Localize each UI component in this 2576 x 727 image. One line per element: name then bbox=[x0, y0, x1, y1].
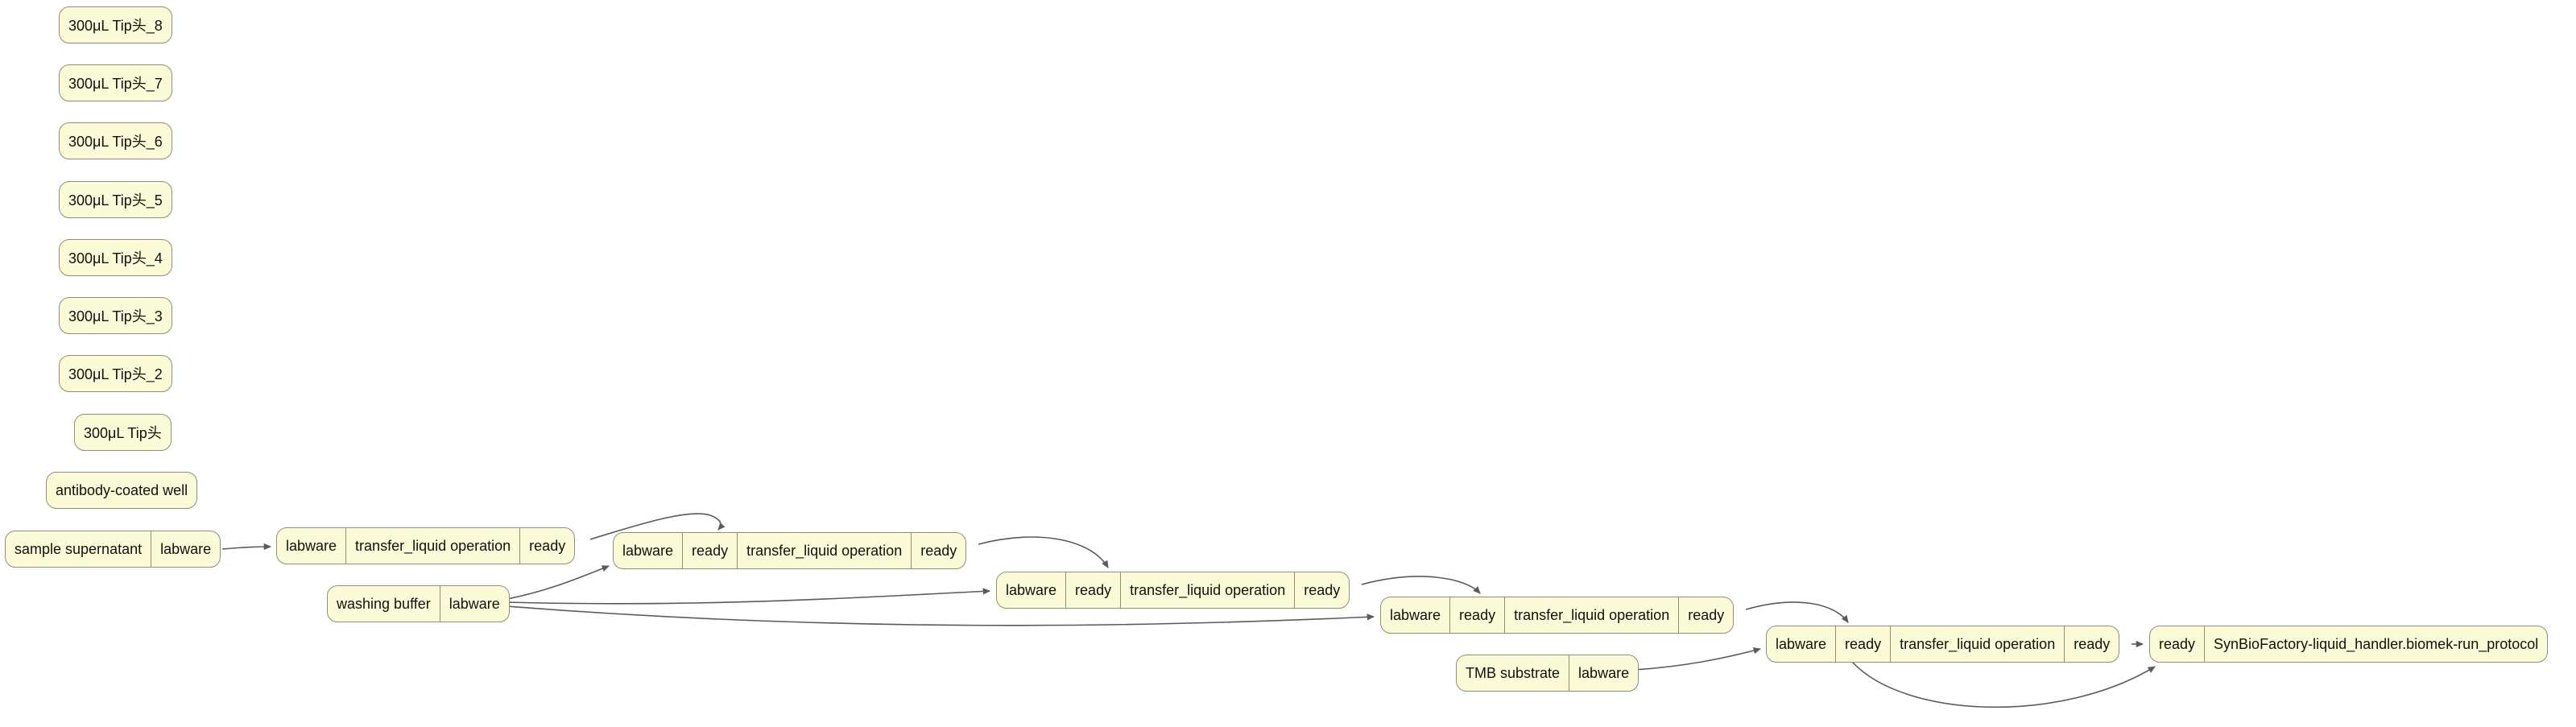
node-cell: TMB substrate bbox=[1466, 664, 1561, 681]
node-sample-supernatant: sample supernatant labware bbox=[5, 531, 221, 568]
node-label: 300μL Tip头_3 bbox=[68, 308, 163, 324]
edge-op4-to-op5 bbox=[1745, 601, 1849, 623]
node-label: 300μL Tip头_8 bbox=[68, 18, 163, 34]
node-cell: labware bbox=[439, 586, 509, 622]
node-cell: labware bbox=[1006, 581, 1057, 598]
node-cell: labware bbox=[1390, 606, 1441, 623]
node-cell: transfer_liquid operation bbox=[737, 533, 911, 568]
node-cell: transfer_liquid operation bbox=[1120, 572, 1294, 608]
node-cell: labware bbox=[286, 537, 337, 554]
edge-op1-to-op2 bbox=[589, 513, 726, 540]
node-cell: transfer_liquid operation bbox=[1504, 597, 1678, 633]
node-label: 300μL Tip头_6 bbox=[68, 134, 163, 150]
node-label: 300μL Tip头_7 bbox=[68, 76, 163, 92]
node-cell: labware bbox=[1569, 655, 1638, 691]
edge-sample-to-op1 bbox=[221, 543, 272, 551]
node-cell: ready bbox=[911, 533, 965, 568]
node-tmb-substrate: TMB substrate labware bbox=[1456, 655, 1639, 692]
node-cell: washing buffer bbox=[337, 595, 431, 612]
edge-op2-to-op3 bbox=[978, 536, 1109, 568]
node-tip-6: 300μL Tip头_6 bbox=[59, 122, 172, 159]
node-cell: ready bbox=[2159, 635, 2196, 652]
node-cell: ready bbox=[682, 533, 737, 568]
node-transfer-op-2: labware ready transfer_liquid operation … bbox=[613, 532, 967, 569]
node-label: antibody-coated well bbox=[56, 481, 188, 498]
edge-wash-to-op4 bbox=[507, 605, 1375, 626]
node-label: 300μL Tip头 bbox=[84, 425, 162, 441]
node-transfer-op-1: labware transfer_liquid operation ready bbox=[276, 527, 576, 564]
node-cell: labware bbox=[151, 531, 220, 567]
node-cell: ready bbox=[519, 528, 574, 564]
node-tip-1: 300μL Tip头 bbox=[74, 414, 172, 451]
node-antibody-coated-well: antibody-coated well bbox=[46, 472, 198, 509]
node-label: 300μL Tip头_5 bbox=[68, 192, 163, 209]
node-tip-3: 300μL Tip头_3 bbox=[59, 297, 172, 334]
node-transfer-op-4: labware ready transfer_liquid operation … bbox=[1380, 597, 1735, 634]
node-cell: labware bbox=[1776, 635, 1827, 652]
edge-wash-to-op2 bbox=[507, 565, 610, 600]
edge-op5-to-run-bottom bbox=[1851, 661, 2156, 708]
node-cell: ready bbox=[1294, 572, 1349, 608]
node-cell: ready bbox=[1065, 572, 1120, 608]
node-cell: transfer_liquid operation bbox=[1890, 626, 2064, 662]
node-cell: ready bbox=[1835, 626, 1890, 662]
node-cell: labware bbox=[622, 542, 674, 559]
node-transfer-op-3: labware ready transfer_liquid operation … bbox=[996, 572, 1350, 609]
edge-op3-to-op4 bbox=[1361, 576, 1481, 594]
node-transfer-op-5: labware ready transfer_liquid operation … bbox=[1766, 626, 2120, 663]
node-cell: ready bbox=[1678, 597, 1733, 633]
node-tip-4: 300μL Tip头_4 bbox=[59, 239, 172, 276]
node-tip-8: 300μL Tip头_8 bbox=[59, 6, 172, 43]
node-tip-7: 300μL Tip头_7 bbox=[59, 64, 172, 101]
node-label: 300μL Tip头_2 bbox=[68, 366, 163, 382]
edge-tmb-to-op5 bbox=[1633, 647, 1762, 671]
node-cell: ready bbox=[1449, 597, 1504, 633]
node-cell: SynBioFactory-liquid_handler.biomek-run_… bbox=[2204, 626, 2547, 662]
node-label: 300μL Tip头_4 bbox=[68, 250, 163, 266]
node-run-protocol: ready SynBioFactory-liquid_handler.biome… bbox=[2149, 626, 2549, 663]
node-cell: sample supernatant bbox=[14, 540, 143, 557]
node-cell: transfer_liquid operation bbox=[345, 528, 519, 564]
node-cell: ready bbox=[2064, 626, 2119, 662]
node-tip-2: 300μL Tip头_2 bbox=[59, 355, 172, 392]
node-washing-buffer: washing buffer labware bbox=[327, 585, 510, 622]
node-tip-5: 300μL Tip头_5 bbox=[59, 181, 172, 218]
edge-wash-to-op3 bbox=[507, 588, 991, 605]
